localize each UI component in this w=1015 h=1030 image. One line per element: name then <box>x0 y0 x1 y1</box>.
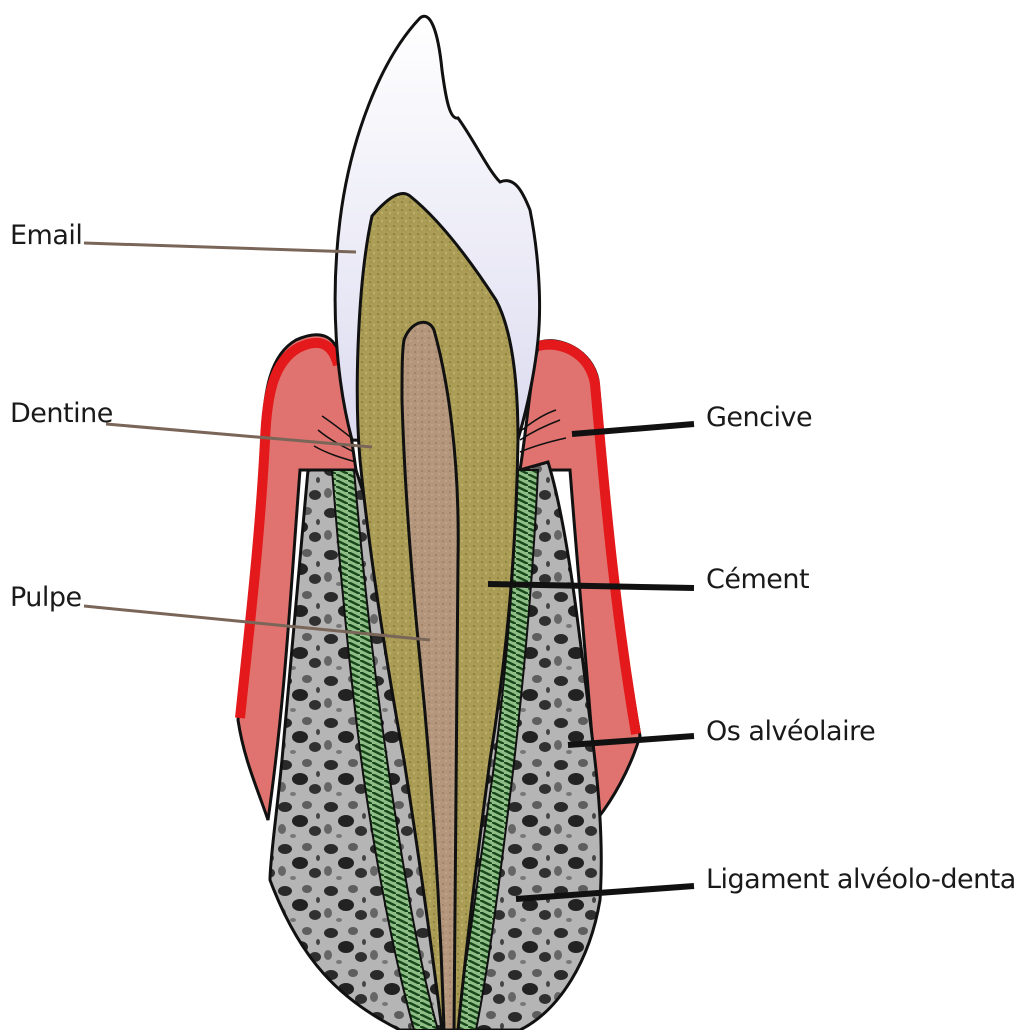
label-gencive: Gencive <box>706 404 812 431</box>
label-dentine: Dentine <box>10 400 113 427</box>
label-pulpe: Pulpe <box>10 584 82 611</box>
label-cement: Cément <box>706 566 809 593</box>
label-ligament-alveolo-dentaire: Ligament alvéolo-dentaire <box>706 866 1015 893</box>
label-os-alveolaire: Os alvéolaire <box>706 718 875 745</box>
leader-cement <box>488 584 694 588</box>
label-email: Email <box>10 222 82 249</box>
leader-email <box>84 243 356 252</box>
